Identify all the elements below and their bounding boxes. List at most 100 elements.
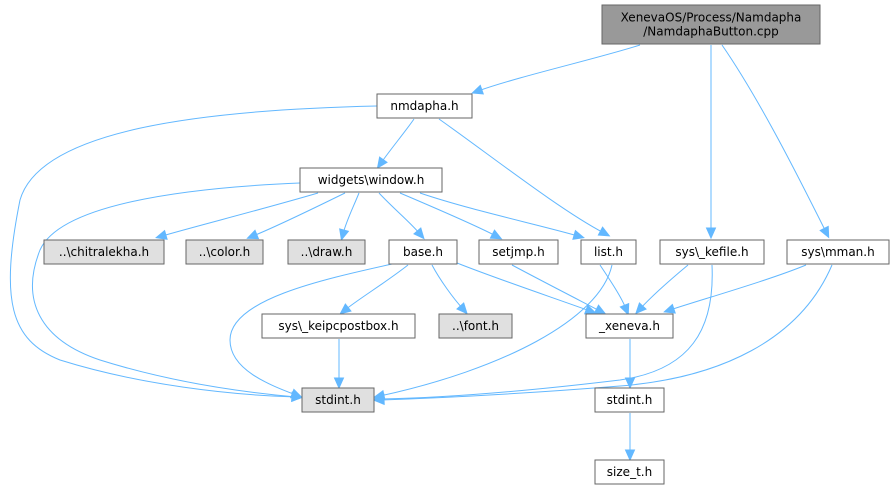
edge-window-to-base [378, 192, 425, 240]
edge-line [252, 192, 346, 237]
node-label: ..\color.h [199, 245, 251, 259]
node-box [585, 313, 674, 339]
arrow-head-icon [624, 377, 636, 390]
node-box [786, 239, 890, 265]
edge-base-to-font [431, 264, 468, 315]
edge-window-to-stdint_ext [32, 182, 304, 402]
node-label: XenevaOS/Process/Namdapha [621, 11, 802, 25]
node-chitralekha[interactable]: ..\chitralekha.h [43, 239, 165, 265]
arrow-head-icon [471, 84, 484, 95]
edge-window-to-draw [339, 192, 360, 241]
arrow-head-icon [663, 303, 676, 314]
node-box [299, 167, 443, 193]
node-label: setjmp.h [492, 245, 544, 259]
edge-line [669, 264, 807, 311]
edge-line [511, 264, 601, 312]
edge-base-to-stdint_ext [229, 263, 393, 399]
node-box [301, 387, 375, 413]
node-font[interactable]: ..\font.h [438, 313, 513, 339]
arrow-head-icon [819, 225, 830, 239]
node-label: widgets\window.h [318, 173, 425, 187]
edge-kefile-to-xeneva [635, 264, 689, 315]
arrow-head-icon [489, 229, 503, 240]
node-box [580, 239, 637, 265]
node-draw[interactable]: ..\draw.h [287, 239, 366, 265]
edge-line [438, 118, 605, 234]
edge-setjmp-to-xeneva [511, 264, 607, 315]
edge-line [599, 264, 627, 310]
edge-window-to-chitralekha [155, 192, 319, 240]
edge-root-to-nmdapha [471, 44, 641, 95]
arrow-head-icon [597, 226, 611, 237]
node-label: size_t.h [607, 465, 652, 479]
node-box [376, 93, 473, 119]
edge-line [721, 44, 827, 233]
edge-line [229, 263, 393, 396]
node-label: _xeneva.h [598, 319, 660, 333]
node-label: ..\font.h [452, 319, 499, 333]
edge-line [380, 118, 415, 164]
edges-layer [9, 44, 833, 462]
node-box [601, 4, 821, 45]
arrow-head-icon [339, 303, 352, 315]
node-base[interactable]: base.h [388, 239, 458, 265]
arrow-head-icon [155, 229, 168, 240]
edge-line [32, 182, 301, 398]
edge-root-to-kefile [705, 45, 717, 240]
node-box [478, 239, 559, 265]
node-label: stdint.h [607, 393, 653, 407]
node-size_t[interactable]: size_t.h [594, 459, 665, 485]
arrow-head-icon [289, 388, 303, 399]
edge-xeneva-to-stdint [624, 339, 636, 390]
edge-window-to-color [246, 192, 346, 240]
edge-base-to-xeneva [456, 262, 597, 315]
edge-window-to-list [419, 192, 585, 240]
node-setjmp[interactable]: setjmp.h [478, 239, 559, 265]
node-box [594, 459, 665, 485]
node-box [43, 239, 165, 265]
arrow-head-icon [635, 302, 647, 315]
node-kefile[interactable]: sys\_kefile.h [659, 239, 765, 265]
arrow-head-icon [413, 227, 425, 240]
nodes-layer: XenevaOS/Process/Namdapha/NamdaphaButton… [43, 4, 890, 485]
arrow-head-icon [624, 449, 636, 462]
node-box [287, 239, 366, 265]
node-label: stdint.h [315, 393, 361, 407]
edge-line [161, 192, 319, 237]
edge-nmdapha-to-window [376, 118, 415, 169]
node-root[interactable]: XenevaOS/Process/Namdapha/NamdaphaButton… [601, 4, 821, 45]
node-box [659, 239, 765, 265]
node-label: base.h [403, 245, 443, 259]
node-mman[interactable]: sys\mman.h [786, 239, 890, 265]
arrow-head-icon [339, 228, 350, 241]
node-label: /NamdaphaButton.cpp [643, 25, 778, 39]
edge-line [379, 264, 833, 401]
node-label: sys\_kefile.h [675, 245, 748, 259]
edge-line [419, 192, 579, 237]
edge-line [399, 192, 497, 237]
arrow-head-icon [593, 304, 607, 315]
node-label: ..\draw.h [301, 245, 353, 259]
node-box [388, 239, 458, 265]
edge-mman-to-xeneva [663, 264, 807, 314]
node-color[interactable]: ..\color.h [185, 239, 264, 265]
node-window[interactable]: widgets\window.h [299, 167, 443, 193]
node-label: list.h [594, 245, 623, 259]
node-label: nmdapha.h [390, 99, 458, 113]
node-stdint[interactable]: stdint.h [594, 387, 665, 413]
edge-root-to-mman [721, 44, 830, 239]
node-keipc[interactable]: sys\_keipcpostbox.h [261, 313, 416, 339]
edge-line [379, 264, 713, 400]
node-list[interactable]: list.h [580, 239, 637, 265]
arrow-head-icon [583, 304, 597, 315]
node-nmdapha[interactable]: nmdapha.h [376, 93, 473, 119]
arrow-head-icon [246, 229, 260, 240]
node-stdint_ext[interactable]: stdint.h [301, 387, 375, 413]
arrow-head-icon [456, 302, 468, 315]
arrow-head-icon [333, 377, 345, 390]
node-label: sys\_keipcpostbox.h [278, 319, 398, 333]
edge-line [477, 44, 641, 92]
node-xeneva[interactable]: _xeneva.h [585, 313, 674, 339]
edge-line [342, 192, 360, 235]
